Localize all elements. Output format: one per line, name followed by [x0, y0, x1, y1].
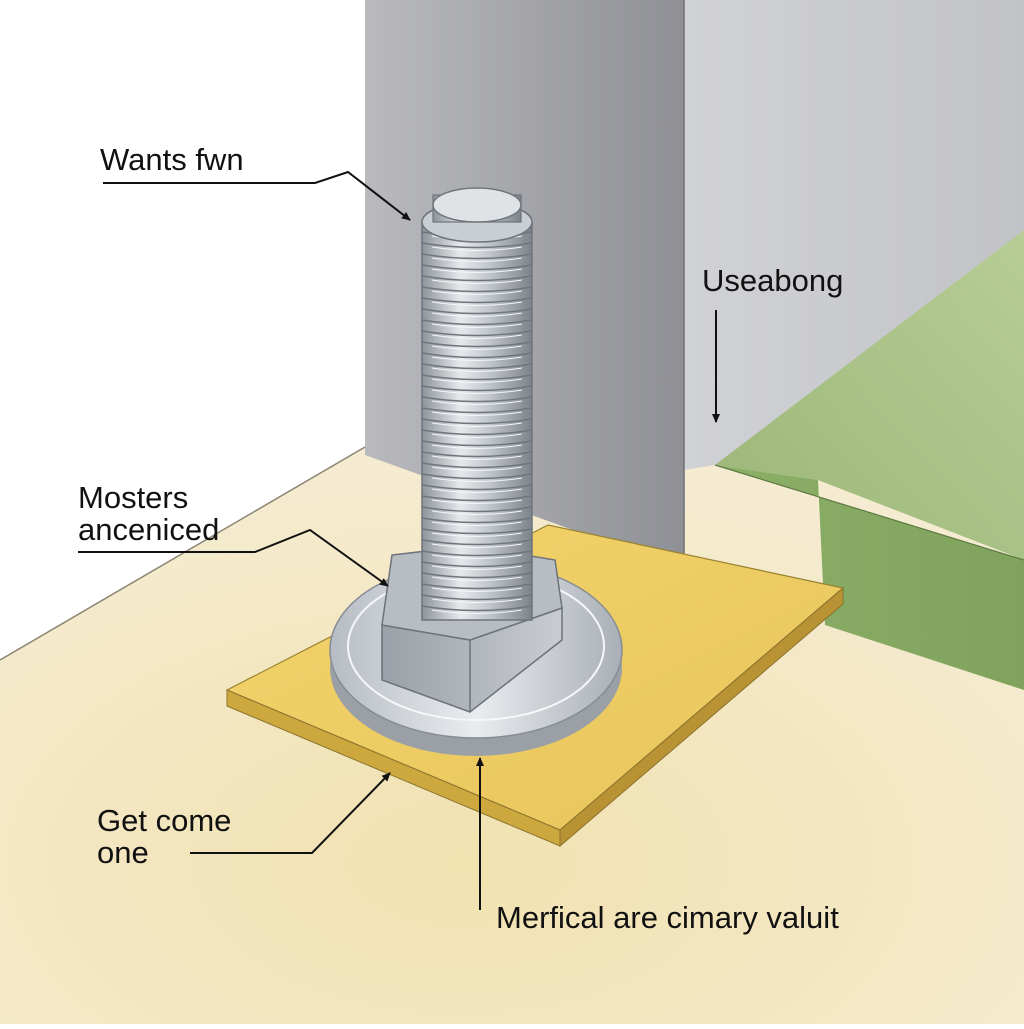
- callout-useabong-text: Useabong: [702, 263, 844, 298]
- thread-highlight: [431, 455, 523, 460]
- thread-highlight: [431, 268, 523, 273]
- thread-ring: [421, 561, 533, 568]
- thread-ring: [421, 308, 533, 315]
- thread-ring: [421, 473, 533, 480]
- leader-mosters: [78, 528, 389, 587]
- thread-ring: [421, 407, 533, 414]
- thread-highlight: [431, 521, 523, 526]
- thread-highlight: [431, 444, 523, 449]
- thread-ring: [421, 539, 533, 546]
- callout-get-come-line1: Get come: [97, 803, 232, 838]
- thread-ring: [421, 451, 533, 458]
- leader-wants-fwn: [103, 170, 411, 221]
- thread-highlight: [431, 367, 523, 372]
- thread-ring: [421, 363, 533, 370]
- thread-highlight: [431, 433, 523, 438]
- thread-highlight: [431, 378, 523, 383]
- thread-ring: [421, 286, 533, 293]
- thread-highlight: [431, 345, 523, 350]
- thread-ring: [421, 440, 533, 447]
- thread-ring: [421, 396, 533, 403]
- callout-merfical-text: Merfical are cimary valuit: [496, 900, 839, 935]
- callout-merfical: Merfical are cimary valuit: [496, 902, 839, 934]
- thread-ring: [421, 550, 533, 557]
- thread-highlight: [431, 609, 523, 614]
- thread-ring: [421, 319, 533, 326]
- callout-mosters-line1: Mosters: [78, 480, 189, 515]
- thread-ring: [421, 495, 533, 502]
- thread-highlight: [431, 510, 523, 515]
- thread-highlight: [431, 477, 523, 482]
- thread-highlight: [431, 290, 523, 295]
- thread-ring: [421, 330, 533, 337]
- base-plate-side-edge: [559, 586, 844, 848]
- thread-ring: [421, 484, 533, 491]
- thread-ring: [421, 374, 533, 381]
- thread-highlight: [431, 543, 523, 548]
- wall-side-face: [680, 0, 1024, 470]
- thread-highlight: [431, 323, 523, 328]
- thread-highlight: [431, 587, 523, 592]
- callout-useabong: Useabong: [702, 265, 843, 297]
- callout-wants-fwn: Wants fwn: [100, 144, 244, 176]
- thread-highlight: [431, 257, 523, 262]
- callout-get-come: Get come one: [97, 805, 231, 869]
- thread-highlight: [431, 279, 523, 284]
- thread-highlight: [431, 301, 523, 306]
- thread-highlight: [431, 312, 523, 317]
- thread-highlight: [431, 389, 523, 394]
- green-block-front: [715, 465, 1024, 690]
- thread-highlight: [431, 246, 523, 251]
- thread-highlight: [431, 565, 523, 570]
- thread-ring: [421, 462, 533, 469]
- callout-mosters-line2: anceniced: [78, 512, 220, 547]
- thread-highlight: [431, 422, 523, 427]
- thread-highlight: [431, 356, 523, 361]
- thread-highlight: [431, 598, 523, 603]
- thread-highlight: [431, 400, 523, 405]
- thread-ring: [421, 352, 533, 359]
- thread-ring: [421, 297, 533, 304]
- thread-ring: [421, 528, 533, 535]
- green-block-top: [715, 230, 1024, 560]
- thread-ring: [421, 517, 533, 524]
- bolt-end-cap: [432, 187, 522, 223]
- thread-highlight: [431, 334, 523, 339]
- thread-highlight: [431, 466, 523, 471]
- callout-wants-fwn-text: Wants fwn: [100, 142, 244, 177]
- thread-ring: [421, 341, 533, 348]
- thread-ring: [421, 418, 533, 425]
- bolt-threads: [421, 231, 533, 614]
- thread-highlight: [431, 576, 523, 581]
- thread-ring: [421, 275, 533, 282]
- thread-ring: [421, 429, 533, 436]
- thread-ring: [421, 605, 533, 612]
- thread-ring: [421, 385, 533, 392]
- thread-ring: [421, 264, 533, 271]
- thread-highlight: [431, 532, 523, 537]
- thread-highlight: [431, 499, 523, 504]
- thread-highlight: [431, 488, 523, 493]
- thread-highlight: [431, 554, 523, 559]
- thread-ring: [421, 594, 533, 601]
- callout-mosters: Mosters anceniced: [78, 482, 219, 546]
- callout-get-come-line2: one: [97, 835, 149, 870]
- thread-ring: [421, 583, 533, 590]
- thread-highlight: [431, 411, 523, 416]
- floor-edge: [0, 446, 366, 661]
- thread-ring: [421, 572, 533, 579]
- thread-ring: [421, 506, 533, 513]
- thread-ring: [421, 242, 533, 249]
- thread-ring: [421, 253, 533, 260]
- leader-get-come: [190, 772, 391, 854]
